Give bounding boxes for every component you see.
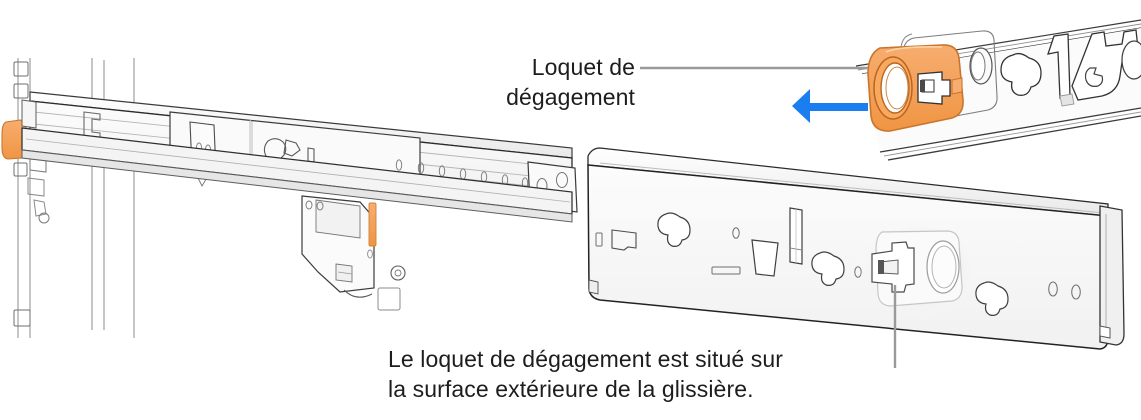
orange-slider — [368, 202, 377, 247]
direction-arrow-icon — [792, 89, 868, 123]
detail-inset — [792, 19, 1141, 161]
leader-lines — [640, 66, 897, 368]
callout-label-release-latch: Loquet de dégagement — [506, 54, 635, 110]
release-latch-highlighted — [867, 33, 964, 132]
rail-outer-panel — [587, 147, 1125, 350]
caption-release-latch-location: Le loquet de dégagement est situé sur la… — [388, 346, 783, 402]
release-latch — [871, 230, 963, 307]
mid-bracket — [301, 195, 406, 311]
rail-assembly-installed — [21, 91, 578, 311]
